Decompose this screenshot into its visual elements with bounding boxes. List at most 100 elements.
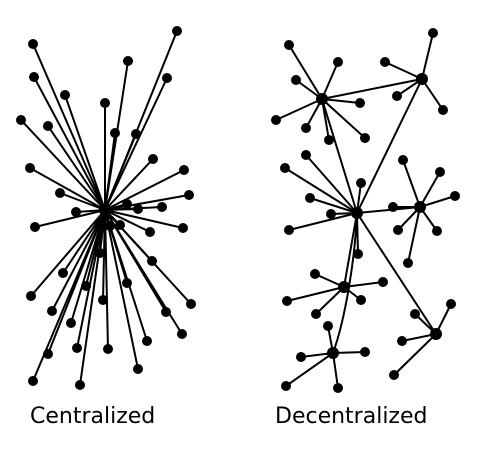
centralized-leaf-node [123,56,133,66]
centralized-link [104,158,154,211]
decentralized-link [321,61,339,100]
hub-link [356,78,423,214]
centralized-leaf-node [172,26,182,36]
decentralized-leaf-node [284,40,294,50]
decentralized-leaf-node [398,155,408,165]
centralized-leaf-node [60,90,70,100]
centralized-leaf-node [28,376,38,386]
centralized-leaf-node [161,307,171,317]
hub-link [321,78,423,100]
centralized-link [34,209,106,228]
decentralized-link [356,212,359,255]
hub-link [356,212,437,335]
decentralized-leaf-node [355,98,365,108]
decentralized-link [321,98,330,141]
decentralized-leaf-node [324,135,334,145]
decentralized-leaf-node [380,57,390,67]
decentralized-leaf-node [333,57,343,67]
decentralized-link [402,159,421,208]
centralized-link [104,209,139,370]
decentralized-leaf-node [305,193,315,203]
decentralized-leaf-node [326,209,336,219]
decentralized-link [321,98,366,139]
decentralized-leaf-node [403,258,413,268]
centralized-leaf-node [147,256,157,266]
hub-link [321,98,358,214]
centralized-link [104,132,116,211]
decentralized-leaf-node [389,370,399,380]
decentralized-hub-node [316,93,328,105]
decentralized-link [315,286,345,315]
centralized-leaf-node [162,73,172,83]
decentralized-link [305,154,358,214]
decentralized-link [421,32,434,80]
decentralized-link [275,98,323,121]
centralized-leaf-node [26,291,36,301]
centralized-leaf-node [148,154,158,164]
decentralized-leaf-node [301,123,311,133]
centralized-leaf-node [177,329,187,339]
centralized-link [29,167,106,211]
centralized-leaf-node [115,220,125,230]
decentralized-leaf-node [397,336,407,346]
decentralized-hub-node [416,73,428,85]
centralized-leaf-node [29,72,39,82]
centralized-link [33,76,106,211]
centralized-leaf-node [28,39,38,49]
centralized-leaf-node [110,128,120,138]
centralized-leaf-node [71,207,81,217]
centralized-link [32,43,106,211]
centralized-leaf-node [58,268,68,278]
centralized-link [62,209,106,274]
decentralized-leaf-node [446,299,456,309]
decentralized-leaf-node [282,296,292,306]
decentralized-leaf-node [360,347,370,357]
decentralized-leaf-node [356,295,366,305]
hub-link [343,212,358,288]
centralized-leaf-node [75,380,85,390]
decentralized-link [421,78,444,111]
decentralized-leaf-node [428,28,438,38]
decentralized-link [321,98,361,104]
decentralized-link [343,281,384,288]
centralized-leaf-node [72,343,82,353]
centralized-leaf-node [131,129,141,139]
centralized-leaf-node [105,221,115,231]
decentralized-link [286,286,345,302]
decentralized-leaf-node [281,381,291,391]
decentralized-link [419,195,456,208]
centralized-leaf-node [103,344,113,354]
decentralized-leaf-node [438,105,448,115]
decentralized-leaf-node [450,191,460,201]
centralized-link [76,209,106,349]
decentralized-leaf-node [432,226,442,236]
decentralized-leaf-node [284,225,294,235]
decentralized-leaf-node [353,249,363,259]
centralized-leaf-node [157,202,167,212]
centralized-link [85,209,106,287]
decentralized-leaf-node [311,309,321,319]
centralized-leaf-node [122,199,132,209]
centralized-link [20,119,106,211]
decentralized-leaf-node [356,178,366,188]
centralized-link [104,194,190,211]
centralized-leaf-node [98,295,108,305]
decentralized-hub-node [430,328,442,340]
centralized-leaf-node [186,299,196,309]
decentralized-network [271,28,460,393]
decentralized-link [288,44,323,100]
centralized-link [59,192,106,211]
decentralized-leaf-node [310,269,320,279]
decentralized-hub-node [351,207,363,219]
centralized-link [104,77,168,211]
centralized-leaf-node [178,223,188,233]
decentralized-leaf-node [333,383,343,393]
centralized-leaf-node [30,222,40,232]
centralized-link [104,209,151,233]
centralized-link [104,209,109,350]
centralized-leaf-node [81,281,91,291]
decentralized-link [288,212,358,231]
centralized-leaf-node [43,121,53,131]
decentralized-leaf-node [378,277,388,287]
centralized-leaf-node [100,98,110,108]
